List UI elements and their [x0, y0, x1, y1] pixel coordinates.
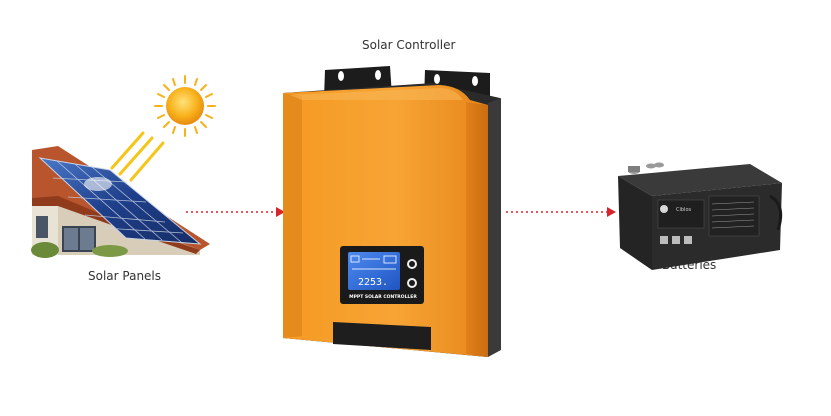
solar-panels-label: Solar Panels [88, 269, 162, 283]
lcd-reading: 2253. [358, 277, 388, 288]
arrow-panels-to-controller [186, 207, 285, 217]
sunlight-rays [110, 131, 165, 182]
lcd-screen [348, 252, 400, 290]
arrow-controller-to-batteries [506, 207, 616, 217]
battery-brand-text: Ciblos [676, 207, 692, 213]
mppt-controller [283, 66, 501, 357]
solar-panel-roof [31, 146, 210, 258]
controller-brand-text: MPPT SOLAR CONTROLLER [349, 294, 417, 300]
battery-icon [618, 162, 783, 270]
solar-controller-label: Solar Controller [362, 38, 456, 52]
sun-icon [154, 75, 216, 137]
